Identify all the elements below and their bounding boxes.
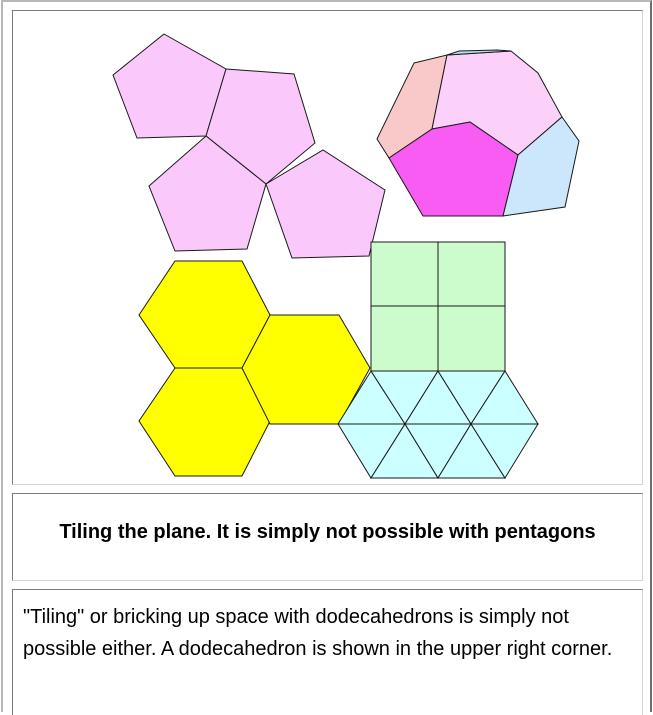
square-tile — [371, 306, 438, 371]
square-group — [371, 242, 505, 371]
square-tile — [438, 242, 505, 306]
figure-caption: Tiling the plane. It is simply not possi… — [23, 516, 632, 548]
triangle-group — [338, 371, 538, 478]
figure-cell — [12, 10, 643, 485]
figure-description: "Tiling" or bricking up space with dodec… — [23, 601, 630, 665]
pentagon-group — [113, 34, 385, 258]
dodecahedron — [377, 50, 579, 216]
pentagon-tile — [113, 34, 226, 138]
tiling-figure — [13, 11, 642, 484]
square-tile — [371, 242, 438, 306]
square-tile — [438, 306, 505, 371]
caption-cell: Tiling the plane. It is simply not possi… — [12, 493, 643, 581]
description-cell: "Tiling" or bricking up space with dodec… — [12, 589, 643, 715]
hexagon-group — [139, 261, 370, 476]
